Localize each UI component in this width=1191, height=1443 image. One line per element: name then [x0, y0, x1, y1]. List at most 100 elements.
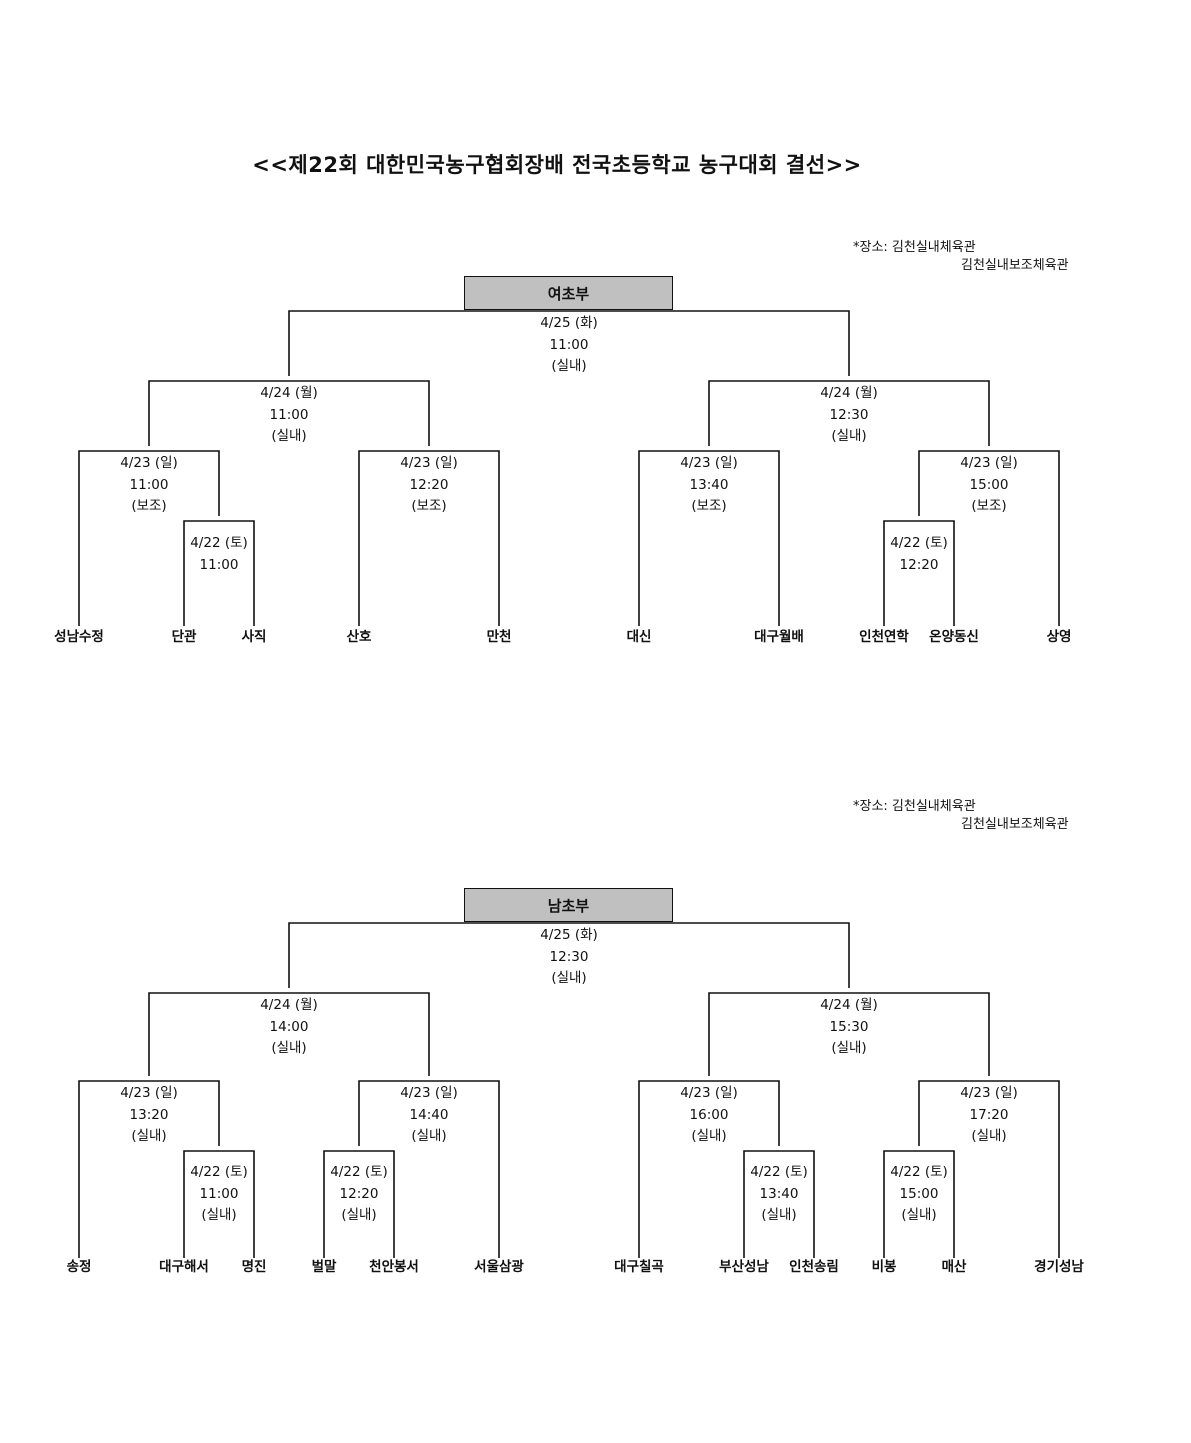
match-time: 12:20 — [899, 556, 939, 573]
match-quarter-2-girls: 4/23 (일) 12:20 (보조) — [369, 453, 489, 518]
match-round-2-boys: 4/22 (토) 12:20 (실내) — [299, 1162, 419, 1227]
match-round-3-boys: 4/22 (토) 13:40 (실내) — [719, 1162, 839, 1227]
match-time: 12:30 — [549, 948, 589, 965]
match-time: 11:00 — [549, 336, 589, 353]
match-venue: (보조) — [971, 498, 1007, 514]
match-semi-right-girls: 4/24 (월) 12:30 (실내) — [789, 383, 909, 448]
match-venue: (보조) — [131, 498, 167, 514]
team-name: 송정 — [66, 1259, 92, 1275]
match-time: 13:40 — [759, 1185, 799, 1202]
match-time: 15:00 — [899, 1185, 939, 1202]
match-venue: (실내) — [901, 1207, 937, 1223]
match-time: 13:20 — [129, 1106, 169, 1123]
match-quarter-4-girls: 4/23 (일) 15:00 (보조) — [929, 453, 1049, 518]
match-final-boys: 4/25 (화) 12:30 (실내) — [509, 925, 629, 990]
team-name: 인천연학 — [859, 629, 909, 645]
match-quarter-1-girls: 4/23 (일) 11:00 (보조) — [89, 453, 209, 518]
venue-note-boys: *장소: 김천실내체육관 김천실내보조체육관 — [853, 798, 1069, 834]
venue-line-1: *장소: 김천실내체육관 — [853, 799, 976, 814]
team-name: 대구칠곡 — [614, 1259, 664, 1275]
match-date: 4/25 (화) — [540, 315, 598, 331]
match-venue: (실내) — [831, 1040, 867, 1056]
match-time: 16:00 — [689, 1106, 729, 1123]
match-semi-right-boys: 4/24 (월) 15:30 (실내) — [789, 995, 909, 1060]
team-name: 경기성남 — [1034, 1259, 1084, 1275]
bracket-boys: 남초부 4/25 (화) 12:30 (실내) 4/24 (월) 14:00 (… — [0, 888, 1191, 1288]
match-time: 12:30 — [829, 406, 869, 423]
match-time: 15:00 — [969, 476, 1009, 493]
bracket-boys-lines — [78, 922, 1060, 1258]
match-time: 12:20 — [339, 1185, 379, 1202]
match-quarter-4-boys: 4/23 (일) 17:20 (실내) — [929, 1083, 1049, 1148]
venue-line-2: 김천실내보조체육관 — [961, 258, 1069, 273]
team-name: 단관 — [171, 629, 197, 645]
match-venue: (실내) — [691, 1128, 727, 1144]
match-venue: (실내) — [971, 1128, 1007, 1144]
team-name: 만천 — [486, 629, 512, 645]
division-label-girls: 여초부 — [464, 276, 673, 310]
team-name: 벌말 — [311, 1259, 337, 1275]
team-name: 인천송림 — [789, 1259, 839, 1275]
match-quarter-2-boys: 4/23 (일) 14:40 (실내) — [369, 1083, 489, 1148]
match-date: 4/24 (월) — [820, 385, 878, 401]
team-name: 대구월배 — [754, 629, 804, 645]
match-date: 4/22 (토) — [190, 535, 248, 551]
team-name: 대구해서 — [159, 1259, 209, 1275]
team-name: 성남수정 — [54, 629, 104, 645]
team-name: 사직 — [241, 629, 267, 645]
match-date: 4/25 (화) — [540, 927, 598, 943]
team-name: 대신 — [626, 629, 652, 645]
match-time: 11:00 — [199, 556, 239, 573]
match-semi-left-girls: 4/24 (월) 11:00 (실내) — [229, 383, 349, 448]
team-name: 천안봉서 — [369, 1259, 419, 1275]
venue-line-1: *장소: 김천실내체육관 — [853, 240, 976, 255]
match-quarter-3-boys: 4/23 (일) 16:00 (실내) — [649, 1083, 769, 1148]
match-quarter-1-boys: 4/23 (일) 13:20 (실내) — [89, 1083, 209, 1148]
team-name: 매산 — [941, 1259, 967, 1275]
match-date: 4/23 (일) — [120, 1085, 178, 1101]
match-date: 4/23 (일) — [400, 455, 458, 471]
team-name: 명진 — [241, 1259, 267, 1275]
team-name: 부산성남 — [719, 1259, 769, 1275]
match-date: 4/22 (토) — [190, 1164, 248, 1180]
division-label-boys: 남초부 — [464, 888, 673, 922]
match-date: 4/22 (토) — [890, 535, 948, 551]
match-round-1-girls: 4/22 (토) 11:00 — [159, 533, 279, 576]
match-date: 4/23 (일) — [120, 455, 178, 471]
match-time: 14:40 — [409, 1106, 449, 1123]
match-date: 4/23 (일) — [960, 455, 1018, 471]
bracket-girls: 여초부 4/25 (화) 11:00 (실내) 4/24 (월) 11:00 (… — [0, 276, 1191, 676]
match-venue: (실내) — [131, 1128, 167, 1144]
match-venue: (실내) — [761, 1207, 797, 1223]
match-time: 15:30 — [829, 1018, 869, 1035]
team-name: 온양동신 — [929, 629, 979, 645]
match-venue: (보조) — [411, 498, 447, 514]
match-quarter-3-girls: 4/23 (일) 13:40 (보조) — [649, 453, 769, 518]
match-time: 12:20 — [409, 476, 449, 493]
match-time: 17:20 — [969, 1106, 1009, 1123]
team-name: 상영 — [1046, 629, 1072, 645]
match-time: 11:00 — [199, 1185, 239, 1202]
match-venue: (실내) — [271, 1040, 307, 1056]
match-date: 4/24 (월) — [820, 997, 878, 1013]
match-date: 4/24 (월) — [260, 385, 318, 401]
match-round-2-girls: 4/22 (토) 12:20 — [859, 533, 979, 576]
match-final-girls: 4/25 (화) 11:00 (실내) — [509, 313, 629, 378]
venue-line-2: 김천실내보조체육관 — [961, 817, 1069, 832]
match-date: 4/23 (일) — [680, 1085, 738, 1101]
match-date: 4/22 (토) — [890, 1164, 948, 1180]
match-date: 4/23 (일) — [960, 1085, 1018, 1101]
match-time: 13:40 — [689, 476, 729, 493]
match-date: 4/23 (일) — [400, 1085, 458, 1101]
team-name: 비봉 — [871, 1259, 897, 1275]
page-title: <<제22회 대한민국농구협회장배 전국초등학교 농구대회 결선>> — [252, 153, 862, 177]
match-time: 11:00 — [269, 406, 309, 423]
match-venue: (실내) — [411, 1128, 447, 1144]
match-venue: (실내) — [201, 1207, 237, 1223]
team-name: 산호 — [346, 629, 372, 645]
match-venue: (보조) — [691, 498, 727, 514]
match-venue: (실내) — [551, 358, 587, 374]
match-venue: (실내) — [341, 1207, 377, 1223]
match-round-4-boys: 4/22 (토) 15:00 (실내) — [859, 1162, 979, 1227]
match-venue: (실내) — [831, 428, 867, 444]
